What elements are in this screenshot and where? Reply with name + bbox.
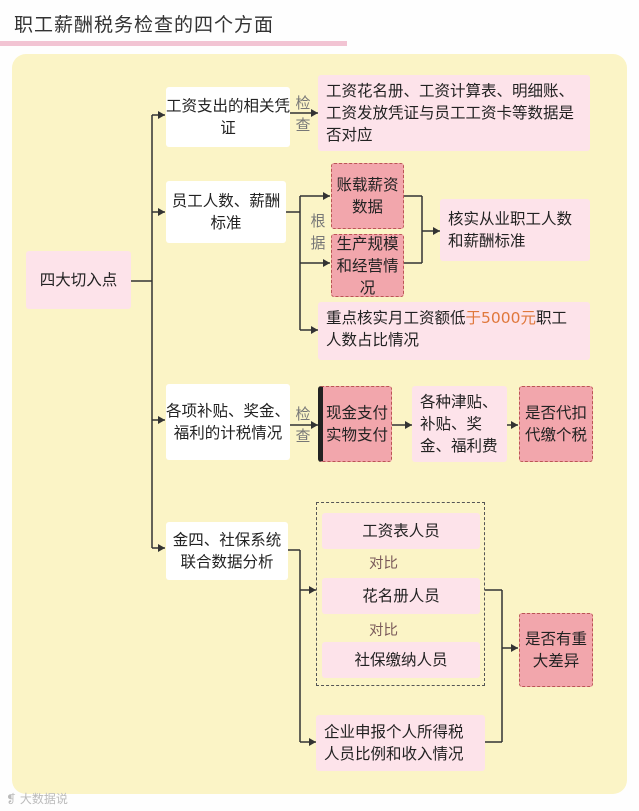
branch4-item-payroll: 工资表人员 [322,513,480,549]
branch2-target: 核实从业职工人数和薪酬标准 [440,199,590,261]
watermark: ❡ 大数据说 [6,792,68,806]
branch4-compare-group [316,502,485,686]
branch3-result: 是否代扣代缴个税 [519,386,593,462]
branch2-note-pre: 重点核实月工资额低 [326,309,466,327]
branch1-target: 工资花名册、工资计算表、明细账、工资发放凭证与员工工资卡等数据是否对应 [318,75,590,151]
title-underline [0,41,347,46]
branch1-link-label: 检查 [295,94,311,134]
branch3-node: 各项补贴、奖金、福利的计税情况 [166,384,290,460]
branch4-compare-label-1: 对比 [369,556,398,572]
branch2-note: 重点核实月工资额低于5000元职工人数占比情况 [318,302,590,360]
branch4-result: 是否有重大差异 [519,613,593,687]
branch3-payment: 现金支付实物支付 [318,386,392,462]
branch4-item-roster: 花名册人员 [322,578,480,614]
page-title: 职工薪酬税务检查的四个方面 [14,14,275,36]
branch2-source-scale: 生产规模和经营情况 [331,234,404,297]
branch3-items: 各种津贴、补贴、奖金、福利费 [412,386,507,462]
branch4-node: 金四、社保系统联合数据分析 [166,522,288,580]
branch2-note-highlight: 于5000元 [465,309,536,327]
branch2-link-label: 根据 [310,212,326,252]
branch2-source-salary: 账载薪资数据 [331,163,404,229]
branch2-note-post: 职工人数占比情况 [326,309,567,349]
watermark-text: 大数据说 [19,792,68,806]
branch4-compare-label-2: 对比 [369,623,398,639]
root-node: 四大切入点 [26,251,131,309]
branch2-node: 员工人数、薪酬标准 [166,181,286,243]
branch4-extra: 企业申报个人所得税人员比例和收入情况 [316,715,485,771]
branch4-item-social: 社保缴纳人员 [322,642,480,678]
branch3-link-label: 检查 [295,405,311,445]
branch1-node: 工资支出的相关凭证 [166,87,290,147]
